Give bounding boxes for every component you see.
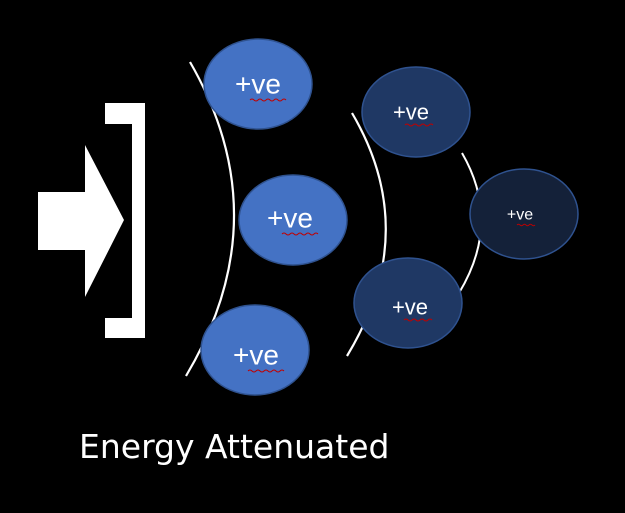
spellcheck-underline [281, 232, 319, 236]
particle-1: +ve [203, 38, 313, 130]
spellcheck-underline [404, 123, 434, 127]
spellcheck-underline [247, 369, 285, 373]
particle-label: +ve [392, 295, 428, 320]
particle-label: +ve [233, 340, 279, 371]
incoming-arrow [38, 145, 124, 297]
particle-label: +ve [267, 203, 313, 234]
particle-2: +ve [238, 174, 348, 266]
particle-label: +ve [393, 100, 429, 125]
particle-4: +ve [361, 66, 471, 158]
spellcheck-underline [403, 318, 433, 322]
barrier-bracket [105, 103, 145, 338]
particle-label: +ve [235, 69, 281, 100]
caption: Energy Attenuated [79, 427, 390, 466]
particle-3: +ve [200, 304, 310, 396]
particle-5: +ve [353, 257, 463, 349]
spellcheck-underline [249, 98, 287, 102]
particle-6: +ve [469, 168, 579, 260]
particle-label: +ve [507, 207, 533, 224]
spellcheck-underline [516, 223, 536, 227]
